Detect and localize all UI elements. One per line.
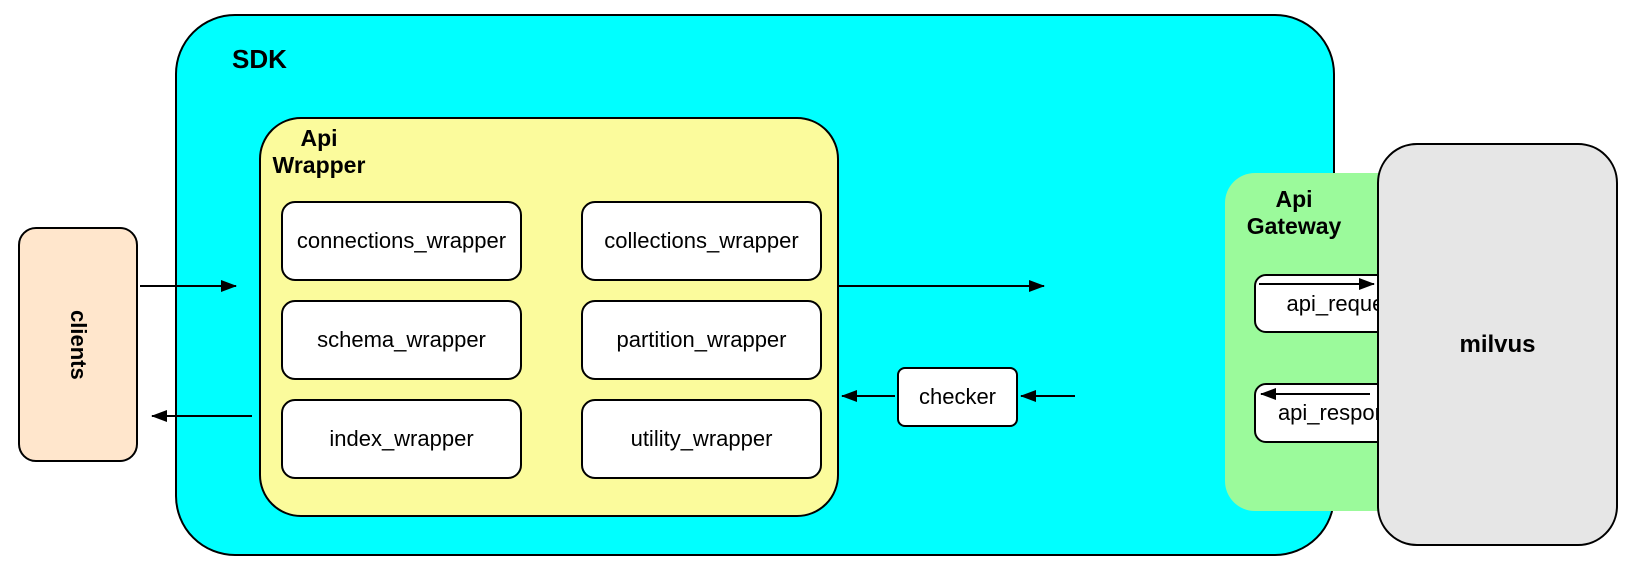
checker-node: checker — [897, 367, 1018, 427]
milvus-label: milvus — [1459, 330, 1536, 358]
clients-node: clients — [18, 227, 138, 462]
api-gateway-label: Api Gateway — [1233, 186, 1355, 240]
api-wrapper-container: Api Wrapper connections_wrapper collecti… — [259, 117, 839, 517]
api-wrapper-label-line2: Wrapper — [272, 152, 366, 179]
partition-wrapper-node: partition_wrapper — [581, 300, 822, 380]
collections-wrapper-node: collections_wrapper — [581, 201, 822, 281]
milvus-node: milvus — [1377, 143, 1618, 546]
sdk-label: SDK — [232, 44, 287, 74]
schema-wrapper-node: schema_wrapper — [281, 300, 522, 380]
clients-label: clients — [66, 309, 91, 380]
connections-wrapper-node: connections_wrapper — [281, 201, 522, 281]
api-gateway-label-line2: Gateway — [1246, 213, 1342, 240]
utility-wrapper-node: utility_wrapper — [581, 399, 822, 479]
api-wrapper-label-line1: Api — [300, 125, 338, 151]
api-wrapper-label: Api Wrapper — [267, 125, 371, 179]
index-wrapper-node: index_wrapper — [281, 399, 522, 479]
api-gateway-label-line1: Api — [1275, 186, 1313, 212]
sdk-container: SDK Api Wrapper connections_wrapper coll… — [175, 14, 1464, 556]
